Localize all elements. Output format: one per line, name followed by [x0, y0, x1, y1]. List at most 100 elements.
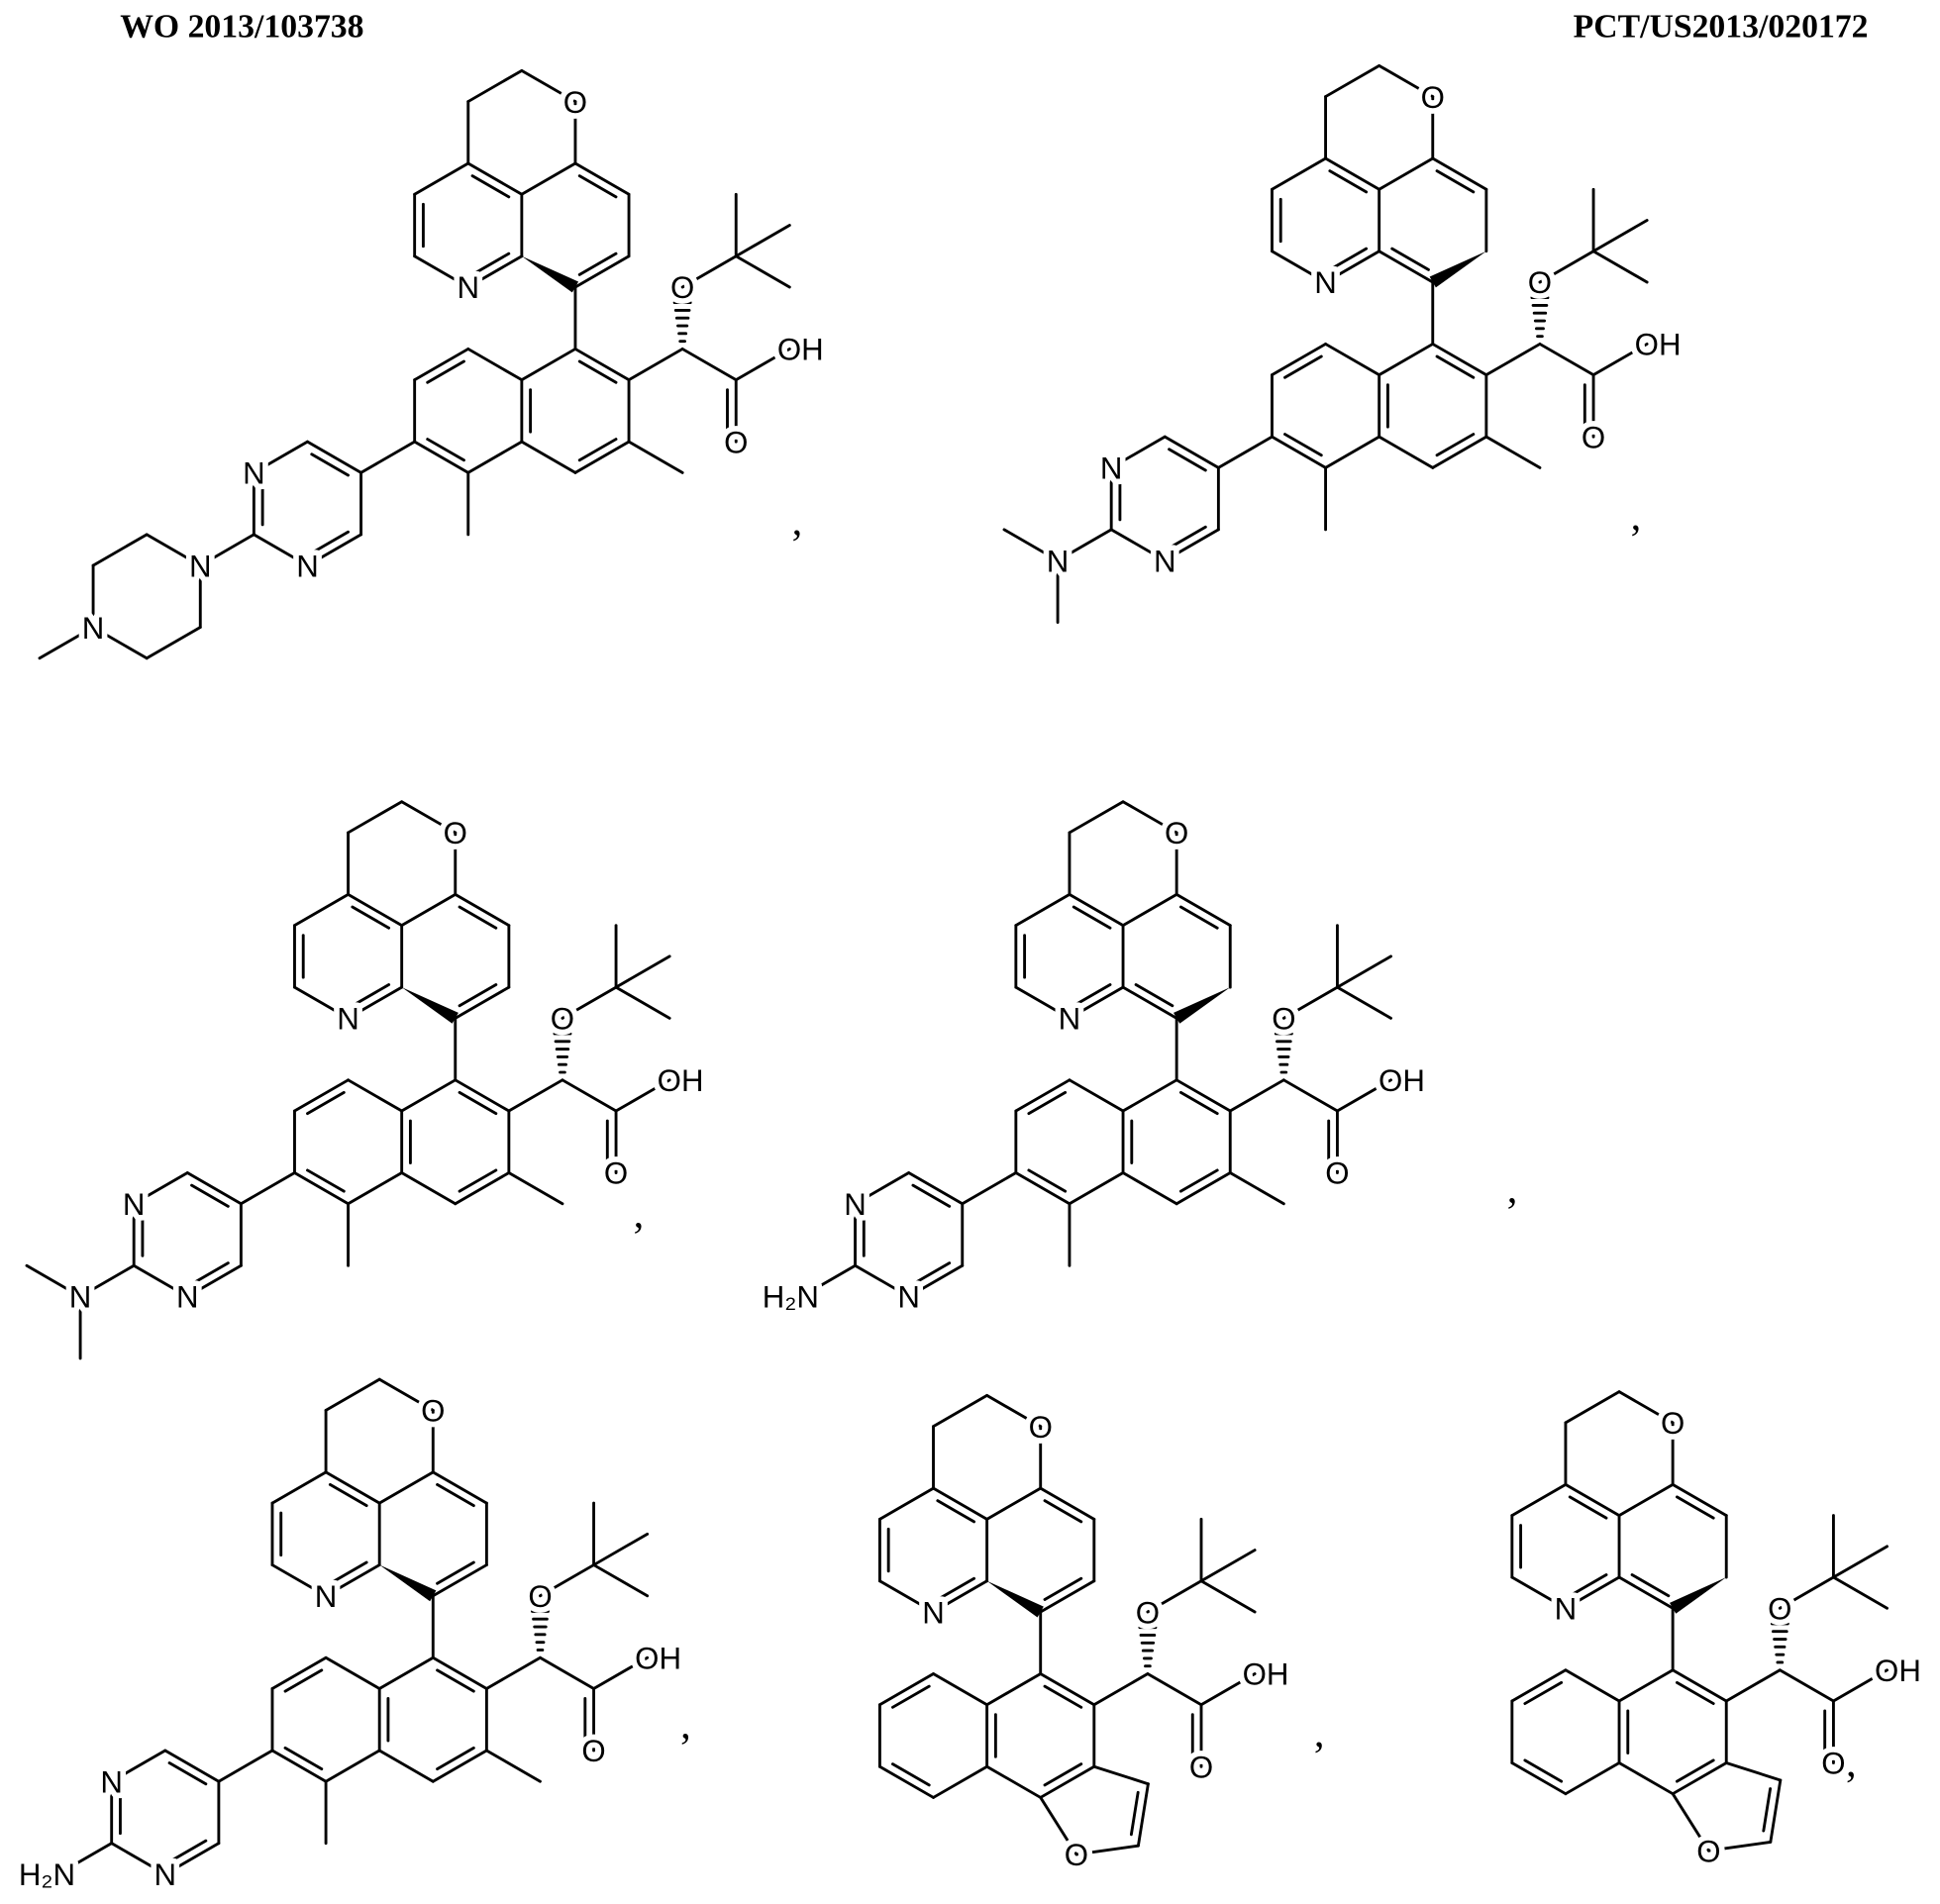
double-bond-line [192, 1185, 229, 1206]
double-bond-line [1029, 1170, 1066, 1191]
bond [1337, 956, 1390, 987]
double-bond-line [459, 985, 496, 1006]
bond [379, 1751, 433, 1781]
bond [1566, 1762, 1619, 1793]
double-bond-line [1131, 1792, 1138, 1834]
atom-label-oxygen: O [1165, 816, 1188, 851]
bond [468, 442, 522, 472]
bond [736, 225, 789, 255]
double-bond-line [1677, 1497, 1713, 1518]
bond [1619, 1484, 1673, 1515]
atom-label-oxygen: O [1661, 1406, 1685, 1441]
atom-label-oxygen: O [581, 1734, 605, 1768]
wedge-bond [522, 256, 578, 293]
wedge-bond [1174, 987, 1230, 1024]
bond [1201, 1551, 1255, 1581]
double-bond-line [459, 907, 496, 928]
bond [509, 1173, 562, 1204]
bond [1230, 1173, 1283, 1204]
double-bond-line [459, 1092, 496, 1113]
bond [540, 1657, 593, 1688]
atom-label-oxygen: O [1029, 1410, 1053, 1445]
list-separator-comma: , [1846, 1740, 1857, 1786]
atom-label-oxygen: O [1189, 1750, 1213, 1784]
bond [1540, 344, 1593, 374]
double-bond-line [438, 1484, 474, 1505]
bond [509, 1080, 562, 1111]
bond [594, 1534, 648, 1564]
list-separator-comma: , [1314, 1710, 1325, 1756]
bond [1566, 1670, 1619, 1701]
bond [522, 349, 575, 379]
bond [987, 1488, 1041, 1519]
bond [879, 1488, 933, 1519]
double-bond-line [1136, 985, 1173, 1006]
bond [1337, 987, 1390, 1018]
bond [241, 1173, 294, 1204]
double-bond-line [312, 454, 349, 475]
bond [1016, 894, 1070, 925]
bond [326, 1751, 379, 1781]
bond [1123, 894, 1176, 925]
bond [1123, 1080, 1176, 1111]
double-bond-line [1632, 1574, 1669, 1595]
atom-label-hydroxyl: OH [777, 333, 824, 367]
bond [1833, 1577, 1887, 1608]
bond [522, 163, 575, 194]
bond [987, 1766, 1041, 1797]
atom-label-oxygen: O [551, 1002, 574, 1037]
bond [1726, 1762, 1781, 1779]
bond [486, 1751, 540, 1781]
bond [1379, 437, 1433, 467]
bond [1218, 437, 1272, 467]
bond [379, 1472, 433, 1503]
double-bond-line [1284, 435, 1321, 455]
atom-label-oxygen: O [1582, 420, 1605, 454]
bond [1566, 1392, 1619, 1423]
bond [349, 1080, 402, 1111]
double-bond-line [353, 907, 389, 928]
atom-label-nitrogen: N [100, 1764, 123, 1799]
double-bond-line [1437, 356, 1474, 377]
double-bond-line [892, 1764, 929, 1785]
chemical-structure: ONOOOHNNN, [1004, 65, 1682, 622]
bond [987, 1674, 1041, 1705]
double-bond-line [1437, 435, 1474, 455]
atom-label-nitrogen: N [123, 1187, 146, 1222]
bond [1326, 344, 1379, 374]
atom-label-oxygen: O [670, 270, 694, 305]
bond [379, 1657, 433, 1688]
atom-label-nitrogen: N [296, 549, 319, 583]
double-bond-line [438, 1670, 474, 1691]
atom-label-oxygen: O [1421, 80, 1445, 115]
bond [1070, 802, 1123, 833]
bond [1726, 1670, 1780, 1701]
double-bond-line [1029, 1092, 1066, 1113]
application-number: PCT/US2013/020172 [1574, 9, 1869, 46]
bond [1326, 65, 1379, 96]
bond [1094, 1766, 1149, 1783]
atom-label-nitrogen: N [337, 1002, 359, 1037]
bond [326, 1657, 379, 1688]
double-bond-line [579, 440, 616, 460]
atom-label-nitrogen: N [897, 1280, 920, 1315]
atom-label-nitrogen: N [1555, 1592, 1578, 1627]
double-bond-line [1764, 1789, 1771, 1831]
publication-number: WO 2013/103738 [120, 9, 363, 46]
double-bond-line [438, 1562, 474, 1583]
double-bond-line [1330, 171, 1367, 192]
atom-label-oxygen: O [444, 816, 467, 851]
bond [486, 1657, 540, 1688]
double-bond-line [892, 1686, 929, 1707]
chemical-structure: ONOOOHNNN, [27, 802, 704, 1358]
bond [1593, 221, 1647, 251]
atom-label-hydroxyl: OH [658, 1063, 704, 1098]
double-bond-line [1045, 1686, 1081, 1707]
bond [616, 956, 669, 987]
bond [1326, 437, 1379, 467]
atom-label-oxygen: O [1768, 1592, 1791, 1627]
atom-label-oxygen: O [1272, 1002, 1295, 1037]
wedge-bond [1430, 251, 1486, 288]
bond [147, 628, 200, 658]
